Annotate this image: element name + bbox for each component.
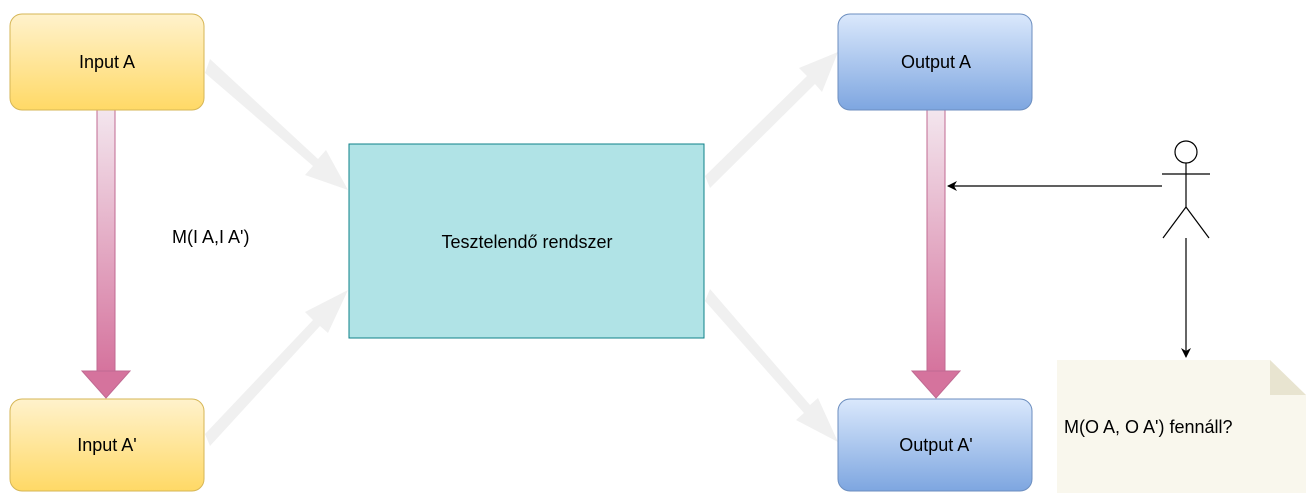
flow-arrows bbox=[205, 52, 838, 446]
relation-arrow-inputs bbox=[80, 109, 132, 399]
input-relation-label: M(I A,I A') bbox=[172, 227, 249, 247]
input-a-prime-label: Input A' bbox=[77, 435, 136, 455]
input-a-prime-box[interactable]: Input A' bbox=[9, 398, 205, 492]
input-a-label: Input A bbox=[79, 52, 135, 72]
relation-arrow-outputs bbox=[910, 109, 962, 399]
flow-arrow-system-to-output-a-prime bbox=[705, 289, 838, 442]
relation-check-note[interactable]: M(O A, O A') fennáll? bbox=[1057, 360, 1306, 493]
person-icon[interactable] bbox=[1162, 140, 1210, 239]
output-a-prime-label: Output A' bbox=[899, 435, 973, 455]
flow-arrow-input-a-prime-to-system bbox=[205, 290, 348, 446]
relation-check-note-label: M(O A, O A') fennáll? bbox=[1064, 417, 1233, 437]
system-under-test-box[interactable]: Tesztelendő rendszer bbox=[348, 143, 705, 339]
flow-arrow-input-a-to-system bbox=[205, 59, 348, 190]
flow-arrow-system-to-output-a bbox=[705, 52, 838, 188]
output-a-prime-box[interactable]: Output A' bbox=[837, 398, 1033, 492]
system-under-test-label: Tesztelendő rendszer bbox=[441, 232, 612, 252]
input-a-box[interactable]: Input A bbox=[9, 13, 205, 111]
output-a-box[interactable]: Output A bbox=[837, 13, 1033, 111]
output-a-label: Output A bbox=[901, 52, 971, 72]
